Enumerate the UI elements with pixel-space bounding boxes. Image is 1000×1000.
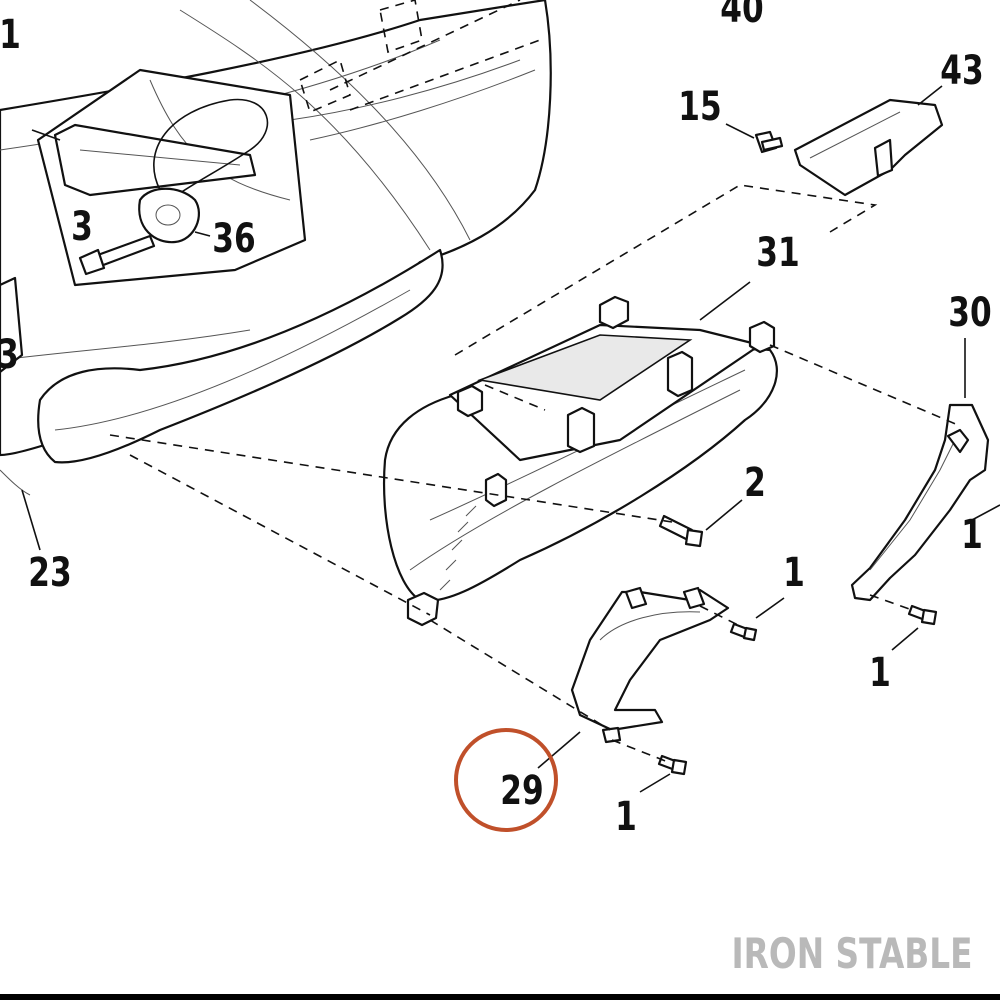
callout-43: 43 bbox=[940, 48, 983, 94]
callout-1-top-left: 1 bbox=[0, 12, 21, 58]
callout-1-mid: 1 bbox=[783, 550, 805, 596]
callout-1-bottom: 1 bbox=[615, 794, 637, 840]
callout-3-inset: 3 bbox=[71, 204, 93, 250]
callout-15: 15 bbox=[678, 84, 721, 130]
watermark-text: IRON STABLE bbox=[731, 929, 972, 978]
screw-part-1-right bbox=[907, 604, 938, 626]
grommet-part-36 bbox=[138, 187, 200, 244]
callout-36: 36 bbox=[212, 216, 255, 262]
bracket-part-29 bbox=[570, 586, 730, 744]
callout-1-right-lower: 1 bbox=[869, 650, 891, 696]
stud-part-15 bbox=[754, 130, 784, 154]
bracket-part-43 bbox=[793, 98, 944, 197]
screw-part-1-mid bbox=[729, 622, 758, 642]
callout-30: 30 bbox=[948, 290, 991, 336]
highlight-circle bbox=[454, 728, 558, 832]
taillight-assembly-part-31 bbox=[382, 295, 778, 627]
support-bracket-part-30 bbox=[850, 403, 990, 602]
screw-part-3 bbox=[78, 234, 156, 276]
callout-2: 2 bbox=[744, 460, 766, 506]
bottom-border bbox=[0, 994, 1000, 1000]
callout-29: 29 bbox=[500, 768, 543, 814]
callout-40: 40 bbox=[720, 0, 763, 32]
leader-lines bbox=[21, 85, 1000, 793]
callout-23: 23 bbox=[28, 550, 71, 596]
screw-part-1-bottom bbox=[657, 754, 688, 776]
fairing-attachment-points bbox=[299, 0, 541, 114]
callout-labels: 40 1 43 15 3 36 31 30 3 2 23 1 1 1 29 1 bbox=[0, 0, 992, 840]
callout-31: 31 bbox=[756, 230, 799, 276]
callout-1-right-upper: 1 bbox=[961, 512, 983, 558]
inset-detail-box bbox=[36, 68, 307, 287]
callout-3-left: 3 bbox=[0, 332, 19, 378]
assembly-lines bbox=[109, 184, 959, 763]
